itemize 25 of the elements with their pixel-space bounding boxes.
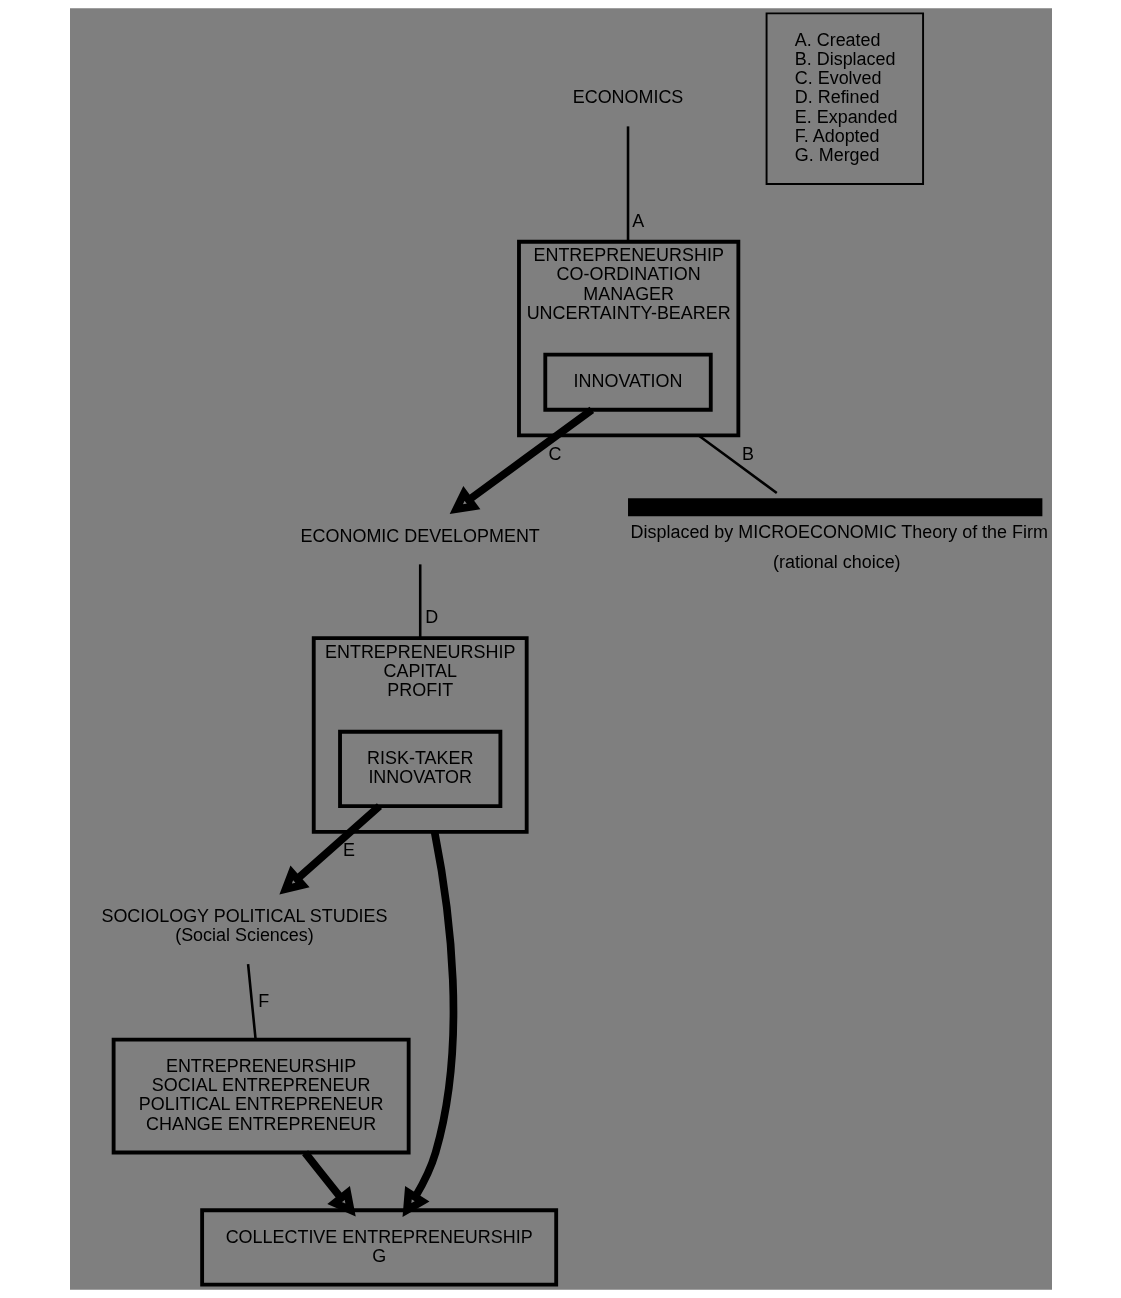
arrow [301,1150,356,1217]
node-text: ECONOMIC DEVELOPMENT [300,525,540,546]
node-box: ENTREPRENEURSHIP SOCIAL ENTREPRENEUR POLITICAL ENTREPRENEUR CHANGE ENTREPRENEUR [111,1037,411,1155]
edge-label: D [424,606,438,627]
node-box: A. Created B. Displaced C. Evolved D. Refined E. Expanded F. Adopted G. Merged [765,12,924,185]
arrow [402,831,457,1217]
arrow [449,406,594,514]
connector [626,126,629,242]
edge-label: E [342,840,355,861]
edge-label: B [741,444,754,465]
node-label: (rational choice) [772,551,901,572]
edge-label: F [257,990,269,1011]
node-text: SOCIOLOGY POLITICAL STUDIES (Social Sciences) [100,905,388,946]
connector [697,434,778,494]
node-text: ECONOMICS [572,87,683,108]
node-box: RISK-TAKER INNOVATOR [337,729,502,809]
node-bar [627,498,1042,517]
edge-label: C [547,444,561,465]
connector [246,964,257,1040]
arrow [278,803,382,895]
connector [418,564,421,639]
node-box: COLLECTIVE ENTREPRENEURSHIP G [199,1208,558,1287]
node-label: Displaced by MICROECONOMIC Theory of the Firm [630,522,1048,543]
edge-label: A [631,210,644,231]
node-box: INNOVATION [542,352,713,412]
